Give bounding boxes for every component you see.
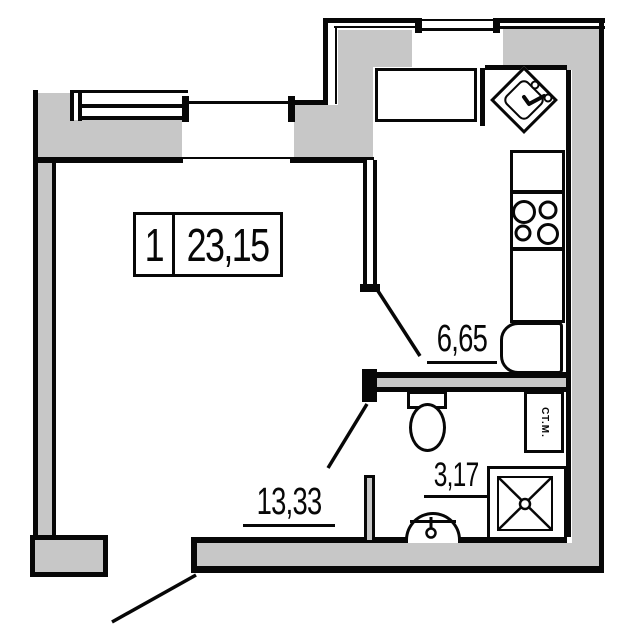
unit-area-cell: 23,15 [175, 215, 280, 274]
wall-bathroom-top-fill [377, 378, 567, 387]
wall-bottom [197, 543, 599, 566]
living-window-glass-line [189, 101, 288, 104]
wall-bathroom-top-edge [377, 372, 567, 378]
wall-bottom-top-edge [193, 537, 567, 543]
wall-left-outer-line [33, 90, 38, 577]
wall-bottom-left-cap [191, 537, 197, 573]
kitchen-area-label: 6,65 [427, 320, 497, 364]
kitchen-window-line-bottom [422, 28, 493, 31]
wall-bathroom-end-cap [362, 369, 377, 402]
wall-kitchen-top-inner-left [334, 26, 422, 28]
kitchen-sink-nook-left-edge [480, 68, 485, 126]
unit-number: 1 [144, 218, 165, 271]
door-swing-kitchen [376, 290, 422, 357]
window-frame-step-2 [78, 90, 82, 121]
kitchen-counter-top [375, 68, 477, 122]
wall-kitchen-left-outer-line [323, 18, 328, 104]
washing-machine: СТ.М. [524, 391, 564, 453]
living-window-sill-line [183, 157, 295, 159]
wall-kitchen-top-inner-right [500, 26, 605, 29]
living-room-area-underline [243, 524, 335, 527]
unit-label-box: 1 23,15 [133, 212, 283, 277]
living-room-area-label: 13,33 [243, 483, 335, 527]
kitchen-window-cap-left [415, 18, 422, 33]
wall-bathroom-bottom-edge [377, 387, 567, 392]
wall-left [38, 93, 52, 537]
partition-kitchen [363, 160, 377, 291]
partition-kitchen-end-cap [360, 284, 380, 292]
kitchen-area-underline [427, 361, 497, 364]
wall-under-window-band [70, 120, 182, 157]
wall-left-inner-line [52, 160, 56, 537]
wall-kitchen-top-thick [338, 30, 412, 67]
wall-top-band-bottom-right [290, 157, 374, 163]
kitchen-counter-divider-2 [512, 247, 563, 251]
shower-tray-inner-icon [497, 476, 553, 531]
wall-kitchen-top-outer-right [500, 18, 605, 23]
window-frame-line-2 [82, 116, 188, 120]
bathroom-area-label: 3,17 [424, 458, 488, 498]
wall-right-outer-line [599, 23, 604, 573]
wall-bottom-left-block [30, 535, 108, 577]
bathroom-sink-edge-line [410, 520, 456, 523]
wall-right [572, 29, 599, 570]
living-window-cap-left [182, 96, 189, 122]
kitchen-counter-divider-1 [512, 190, 563, 194]
kitchen-window-line-top [422, 19, 493, 21]
wall-right-block-top-edge [295, 100, 328, 105]
wall-top-left-corner [38, 93, 70, 157]
fridge-icon [500, 322, 563, 374]
window-frame-outer-line [70, 90, 188, 93]
bathroom-sink-icon [405, 512, 461, 543]
window-frame-step-1 [70, 90, 74, 121]
washing-machine-label: СТ.М. [538, 406, 550, 438]
living-window-cap-right [288, 96, 295, 122]
bathroom-area-underline [424, 495, 488, 498]
window-frame-line-1 [82, 104, 188, 108]
door-swing-entrance [111, 573, 197, 624]
unit-number-cell: 1 [136, 215, 175, 274]
toilet-bowl-icon [409, 403, 446, 452]
kitchen-window-cap-right [493, 18, 500, 33]
wall-right-inner-line [566, 70, 571, 537]
door-swing-bathroom [326, 403, 369, 469]
kitchen-counter-right [510, 150, 565, 323]
wall-bottom-bottom-edge [193, 566, 604, 573]
partition-bathroom-stub [364, 475, 375, 543]
wall-kitchen-top-outer-left [323, 18, 422, 23]
unit-area: 23,15 [186, 218, 270, 271]
wall-kitchen-left-inner-line [335, 28, 337, 104]
wall-top-band-bottom-left [33, 157, 183, 163]
